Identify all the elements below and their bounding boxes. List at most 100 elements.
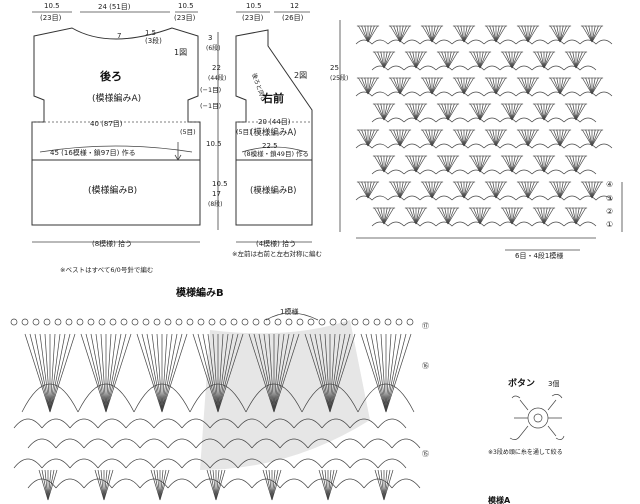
chart-a-fan	[388, 129, 412, 147]
chart-b-arch	[125, 418, 155, 429]
chart-a-arch	[355, 143, 389, 149]
chart-b-picot	[175, 318, 183, 326]
chart-a-dim-rows: (25段)	[330, 74, 348, 82]
chart-a-arch	[419, 143, 453, 149]
chart-a-arch	[371, 65, 405, 71]
chart-a-fan	[420, 25, 444, 43]
chart-a-arch	[515, 91, 549, 97]
button-motif-icon	[509, 394, 565, 440]
chart-a-arch	[451, 39, 485, 45]
chart-a-fan	[500, 155, 524, 173]
front-increase-note: (8模様・鎖49目) 作る	[244, 149, 309, 158]
chart-a-arch	[563, 117, 597, 123]
pattern-b-stitch-grid	[10, 318, 421, 501]
front-title: 右前	[261, 91, 284, 105]
chart-a-arch	[355, 39, 389, 45]
chart-b-arch	[27, 438, 57, 449]
chart-b-picot	[186, 318, 194, 326]
back-width-40: 40 (87目)	[90, 120, 123, 128]
front-pattern-b: (模様編みB)	[250, 185, 296, 196]
chart-a-arch	[387, 91, 421, 97]
chart-b-arch	[377, 418, 407, 429]
chart-b-arch	[237, 458, 267, 469]
chart-a-fan	[372, 155, 396, 173]
chart-a-fan	[500, 207, 524, 225]
back-title: 後ろ	[100, 69, 122, 83]
chart-b-fan	[133, 333, 191, 413]
chart-b-arch	[321, 458, 351, 469]
back-neck-width: 24 (51目)	[98, 3, 131, 11]
chart-a-fan	[452, 181, 476, 199]
chart-a-arch	[483, 143, 517, 149]
chart-b-arch	[265, 458, 295, 469]
front-top-right-sts: (26目)	[282, 14, 304, 22]
chart-a-arch	[371, 117, 405, 123]
chart-b-bottom-fan	[38, 469, 58, 501]
chart-a-row-1: ①	[606, 220, 613, 229]
chart-b-picot	[131, 318, 139, 326]
chart-a-arch	[387, 195, 421, 201]
chart-b-arch	[181, 458, 211, 469]
chart-b-arch	[293, 458, 323, 469]
dim-minus: (−1目)	[200, 86, 221, 94]
chart-a-arch	[499, 117, 533, 123]
chart-a-arch	[579, 39, 613, 45]
chart-b-picot	[21, 318, 29, 326]
chart-a-arch	[435, 221, 469, 227]
chart-a-fan	[484, 129, 508, 147]
chart-a-fan	[548, 129, 572, 147]
chart-b-picot	[219, 318, 227, 326]
chart-b-picot	[164, 318, 172, 326]
chart-a-fan	[452, 129, 476, 147]
chart-b-arch	[279, 438, 309, 449]
chart-b-arch	[279, 478, 309, 489]
chart-a-fan	[356, 77, 380, 95]
chart-a-arch	[499, 169, 533, 175]
chart-b-picot	[109, 318, 117, 326]
chart-b-arch	[13, 418, 43, 429]
back-neck-drop: 1.5	[145, 29, 156, 37]
chart-b-picot	[230, 318, 238, 326]
chart-a-fan	[388, 25, 412, 43]
chart-a-arch	[531, 169, 565, 175]
chart-a-arch	[515, 143, 549, 149]
dim-22: 22	[212, 64, 221, 72]
back-top-right-width: 10.5	[178, 2, 194, 10]
chart-a-repeat: 6目・4段1模様	[515, 251, 563, 260]
chart-a-fan	[580, 25, 604, 43]
chart-b-picot	[43, 318, 51, 326]
front-pattern-a: (模様編みA)	[250, 127, 296, 138]
back-increase-note: 45 (16模様・鎖97目) 作る	[50, 148, 136, 157]
chart-a-arch	[467, 221, 501, 227]
chart-b-arch	[41, 418, 71, 429]
chart-b-arch	[55, 478, 85, 489]
chart-a-fan	[580, 181, 604, 199]
chart-b-arch	[349, 418, 379, 429]
chart-a-fan	[468, 207, 492, 225]
chart-b-fan	[77, 333, 135, 413]
chart-b-bottom-fan	[262, 469, 282, 501]
dim-3: 3	[208, 34, 212, 42]
chart-a-arch	[419, 39, 453, 45]
chart-a-row-2: ②	[606, 207, 613, 216]
chart-b-picot	[296, 318, 304, 326]
chart-b-picot	[373, 318, 381, 326]
chart-b-picot	[76, 318, 84, 326]
chart-b-arch	[167, 478, 197, 489]
chart-b-bottom-fan	[94, 469, 114, 501]
pattern-a-chart: 25 (25段) 6目・4段1模様 ④ ③ ② ①	[330, 20, 623, 260]
chart-a-fan	[436, 155, 460, 173]
chart-b-arch	[335, 438, 365, 449]
front-top-width: 10.5	[246, 2, 262, 10]
chart-b-arch	[321, 418, 351, 429]
back-top-left-sts: (23目)	[40, 14, 62, 22]
chart-a-fan	[436, 51, 460, 69]
chart-a-arch	[419, 195, 453, 201]
chart-b-row-15: ⑮	[422, 450, 429, 458]
chart-b-arch	[125, 458, 155, 469]
chart-a-fan	[516, 181, 540, 199]
back-fig-label: 1図	[174, 48, 187, 57]
chart-a-fan	[388, 77, 412, 95]
chart-b-arch	[13, 458, 43, 469]
chart-a-row-3: ③	[606, 194, 613, 203]
